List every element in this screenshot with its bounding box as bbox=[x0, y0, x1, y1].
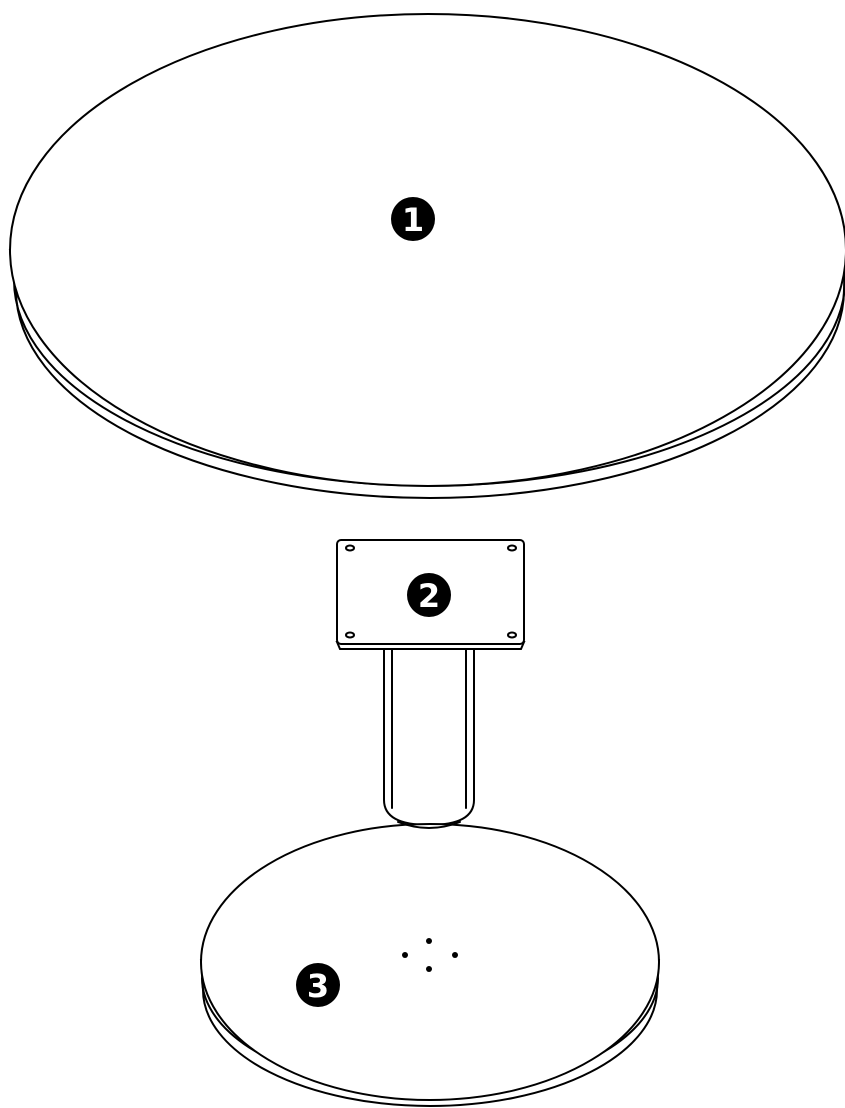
base: 3 bbox=[199, 821, 661, 1107]
callout-2: 2 bbox=[407, 573, 451, 617]
screw-hole bbox=[345, 631, 355, 639]
tabletop-surface bbox=[9, 13, 845, 487]
tabletop: 1 bbox=[8, 13, 845, 499]
base-surface bbox=[200, 823, 660, 1101]
callout-2-label: 2 bbox=[418, 577, 440, 615]
callout-3: 3 bbox=[296, 963, 340, 1007]
mounting-plate: 2 bbox=[335, 539, 526, 650]
screw-hole bbox=[507, 631, 517, 639]
bolt-hole bbox=[402, 952, 408, 958]
column-body bbox=[383, 648, 475, 827]
bolt-hole bbox=[426, 966, 432, 972]
screw-hole bbox=[507, 544, 517, 552]
bolt-hole bbox=[452, 952, 458, 958]
column-socket bbox=[397, 821, 461, 829]
callout-2-badge bbox=[407, 573, 451, 617]
screw-hole bbox=[345, 544, 355, 552]
callout-3-badge bbox=[296, 963, 340, 1007]
callout-3-label: 3 bbox=[307, 967, 329, 1005]
column bbox=[383, 648, 475, 827]
callout-1: 1 bbox=[391, 197, 435, 241]
callout-1-badge bbox=[391, 197, 435, 241]
bolt-hole bbox=[426, 938, 432, 944]
callout-1-label: 1 bbox=[402, 201, 424, 239]
